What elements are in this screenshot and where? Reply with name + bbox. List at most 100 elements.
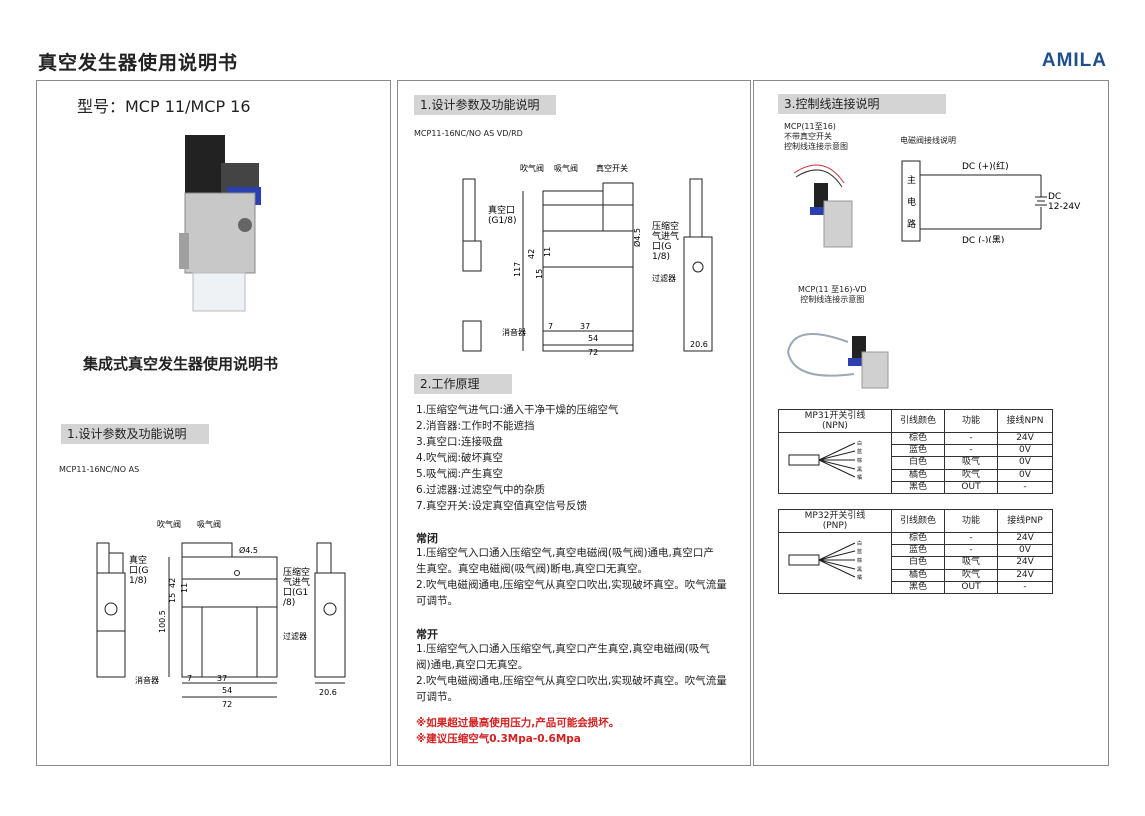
panel-product: 型号：MCP 11/MCP 16 集成式真空发生器使用说明书 1.设计参数及功能… (36, 80, 391, 766)
svg-text:压缩空: 压缩空 (283, 566, 310, 578)
svg-text:蓝: 蓝 (857, 548, 862, 555)
svg-text:DC (-)(黑): DC (-)(黑) (962, 235, 1004, 243)
list-item: 3.真空口:连接吸盘 (416, 436, 504, 448)
svg-text:黑: 黑 (857, 467, 862, 473)
table-header: 接线NPN (997, 409, 1053, 433)
svg-text:吹气阀: 吹气阀 (520, 163, 544, 173)
svg-text:主: 主 (907, 174, 916, 186)
svg-text:7: 7 (548, 322, 553, 331)
svg-text:11: 11 (543, 247, 552, 257)
document-title: 真空发生器使用说明书 (38, 52, 239, 74)
svg-text:过滤器: 过滤器 (652, 273, 676, 283)
svg-text:黑: 黑 (857, 567, 862, 573)
npn-wire-icon: 白蓝棕黑橘 (778, 432, 892, 494)
table-header: 引线颜色 (891, 409, 945, 433)
list-item: 2.消音器:工作时不能遮挡 (416, 420, 535, 432)
model-title: 型号：MCP 11/MCP 16 (77, 97, 251, 116)
table-row: 白蓝棕黑橘 棕色-24V (778, 531, 1053, 594)
svg-text:气进气: 气进气 (652, 230, 679, 242)
svg-text:真空开关: 真空开关 (596, 163, 628, 173)
product-photo (179, 135, 261, 312)
svg-text:54: 54 (222, 686, 232, 695)
no-text: 1.压缩空气入口通入压缩空气,真空口产生真空,真空电磁阀(吸气阀)通电,真空口无… (416, 643, 727, 703)
pnp-title: MP32开关引线(PNP) (778, 509, 892, 533)
section-title-1: 1.设计参数及功能说明 (414, 95, 556, 115)
svg-text:口(G: 口(G (652, 242, 672, 252)
svg-text:DC (+)(红): DC (+)(红) (962, 160, 1009, 172)
wire-caption: 电磁阀接线说明 (900, 136, 956, 145)
npn-title: MP31开关引线(NPN) (778, 409, 892, 433)
wiring-diagram: 主 电 路 DC (+)(红) DC (-)(黑) DC 12-24V (901, 160, 1081, 243)
table-header: 引线颜色 (891, 509, 945, 533)
svg-text:54: 54 (588, 334, 598, 343)
svg-text:37: 37 (217, 674, 227, 683)
svg-text:过滤器: 过滤器 (283, 631, 307, 641)
svg-text:15: 15 (168, 593, 177, 603)
table-row: 蓝色-0V (779, 444, 1053, 458)
svg-text:DC: DC (1048, 192, 1061, 202)
svg-text:压缩空: 压缩空 (652, 220, 679, 232)
svg-text:20.6: 20.6 (690, 340, 708, 349)
svg-text:吸气阀: 吸气阀 (554, 163, 578, 173)
list-item: 4.吹气阀:破坏真空 (416, 452, 504, 464)
svg-text:口(G1: 口(G1 (283, 588, 308, 598)
warning-recommend: ※建议压缩空气0.3Mpa-0.6Mpa (416, 733, 581, 745)
list-item: 5.吸气阀:产生真空 (416, 468, 504, 480)
svg-text:棕: 棕 (857, 557, 862, 564)
list-item: 7.真空开关:设定真空值真空信号反馈 (416, 500, 588, 512)
principle-list: 1.压缩空气进气口:通入干净干燥的压缩空气 2.消音器:工作时不能遮挡 3.真空… (416, 402, 619, 514)
svg-text:100.5: 100.5 (158, 610, 167, 633)
svg-text:1/8): 1/8) (652, 252, 670, 262)
svg-text:电: 电 (907, 196, 916, 208)
model-code: MCP11-16NC/NO AS (59, 465, 140, 474)
svg-text:Ø4.5: Ø4.5 (632, 228, 642, 247)
svg-text:白: 白 (857, 440, 862, 447)
product-photo-2 (786, 333, 889, 389)
nc-title: 常闭 (416, 532, 438, 545)
svg-text:/8): /8) (283, 598, 295, 608)
svg-text:11: 11 (180, 583, 189, 593)
nc-text: 1.压缩空气入口通入压缩空气,真空电磁阀(吸气阀)通电,真空口产生真空。真空电磁… (416, 547, 727, 607)
dimension-drawing: 吹气阀 吸气阀 真空开关 真空口 (G1/8) 117 42 15 11 Ø4.… (462, 163, 713, 357)
svg-text:15: 15 (535, 269, 544, 279)
svg-text:Ø4.5: Ø4.5 (239, 545, 258, 555)
svg-text:42: 42 (168, 578, 177, 588)
brand-logo: AMILA (1041, 50, 1107, 71)
pnp-table: MP32开关引线(PNP) 引线颜色 功能 接线PNP 白蓝棕黑橘 棕色-24V… (778, 509, 1053, 595)
dimension-drawing: 吹气阀 吸气阀 真空 口(G 1/8) Ø4.5 100.5 42 15 11 … (96, 519, 346, 709)
svg-text:12-24V: 12-24V (1048, 202, 1081, 212)
svg-text:真空: 真空 (129, 554, 147, 566)
npn-table: MP31开关引线(NPN) 引线颜色 功能 接线NPN 白蓝棕黑橘 棕色-24V… (778, 409, 1053, 495)
svg-text:(G1/8): (G1/8) (488, 216, 516, 226)
list-item: 1.压缩空气进气口:通入干净干燥的压缩空气 (416, 404, 619, 416)
model-code: MCP11-16NC/NO AS VD/RD (414, 129, 523, 138)
panel-wiring: 3.控制线连接说明 MCP(11至16)不带真空开关控制线连接示意图 电磁阀接线… (753, 80, 1109, 766)
svg-text:7: 7 (187, 674, 192, 683)
svg-text:口(G: 口(G (129, 566, 149, 576)
svg-text:真空口: 真空口 (488, 204, 515, 216)
blow-valve-label: 吹气阀 (157, 519, 181, 529)
svg-text:72: 72 (222, 700, 232, 709)
product-photo-1 (793, 164, 853, 248)
svg-text:蓝: 蓝 (857, 448, 862, 455)
pnp-wire-icon: 白蓝棕黑橘 (778, 532, 892, 594)
svg-text:1/8): 1/8) (129, 576, 147, 586)
svg-text:72: 72 (588, 348, 598, 357)
svg-text:气进气: 气进气 (283, 576, 310, 588)
svg-text:37: 37 (580, 322, 590, 331)
table-header: 功能 (944, 409, 998, 433)
svg-text:白: 白 (857, 540, 862, 547)
svg-text:消音器: 消音器 (135, 675, 159, 685)
svg-text:橘: 橘 (857, 474, 862, 481)
panel-principle: 1.设计参数及功能说明 MCP11-16NC/NO AS VD/RD 吹气阀 吸… (397, 80, 751, 766)
section-title: 1.设计参数及功能说明 (61, 424, 209, 444)
svg-text:42: 42 (527, 249, 536, 259)
warning-pressure: ※如果超过最高使用压力,产品可能会损坏。 (416, 717, 620, 729)
svg-text:棕: 棕 (857, 457, 862, 464)
svg-text:橘: 橘 (857, 574, 862, 581)
table-header: 接线PNP (997, 509, 1053, 533)
